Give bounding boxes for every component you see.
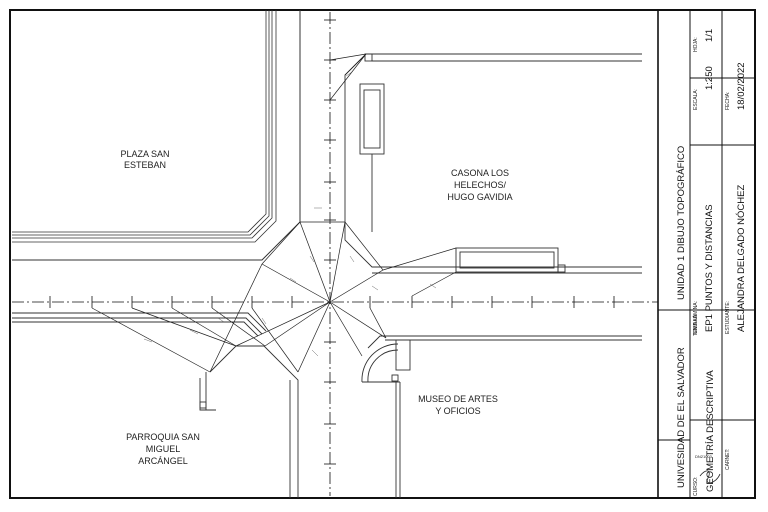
university-name: UNIVESIDAD DE EL SALVADOR [676, 347, 687, 488]
casona-block [344, 53, 642, 274]
date-label: FECHA: [725, 92, 731, 110]
scale-value: 1:250 [704, 66, 715, 90]
parroquia-label-line2: MIGUEL [146, 444, 181, 454]
course-name: GEOMETRÍA DESCRIPTIVA [705, 370, 716, 492]
course-label: CURSO: [693, 477, 699, 496]
measure-annotations [143, 71, 437, 357]
signature [699, 470, 721, 484]
plaza-label-line2: ESTEBAN [124, 160, 166, 170]
sheet-label: HOJA: [693, 37, 699, 52]
student-label: ESTUDIANTE: [725, 301, 731, 334]
scale-label: ESCALA: [693, 89, 699, 110]
axis-ticks-horizontal [49, 296, 615, 308]
title-block [657, 9, 756, 499]
center-axes [12, 12, 658, 496]
theme-name: EP1 PUNTOS Y DISTANCIAS [704, 204, 715, 332]
axis-ticks-vertical [324, 19, 336, 465]
sheet-value: 1/1 [704, 29, 715, 42]
plaza-block [12, 10, 301, 261]
carnet-label: CARNET: [725, 449, 731, 470]
student-name: ALEJANDRA DELGADO NÓCHEZ [736, 185, 747, 332]
radiation-lines [91, 53, 457, 373]
carnet-value: DN21003 [695, 454, 713, 459]
theme-label: TEMA LÁMINA: [692, 301, 699, 336]
museo-label: MUSEO DE ARTES Y OFICIOS [418, 394, 498, 416]
plaza-label: PLAZA SAN ESTEBAN [120, 149, 169, 170]
unit-label: UNIDAD: [693, 313, 699, 334]
museo-block [361, 335, 642, 498]
parroquia-label-line3: ARCÁNGEL [138, 456, 188, 466]
casona-label-line2: HELECHOS/ [454, 180, 507, 190]
parroquia-label-line1: PARROQUIA SAN [126, 432, 200, 442]
casona-label: CASONA LOS HELECHOS/ HUGO GAVIDIA [447, 168, 512, 202]
casona-label-line1: CASONA LOS [451, 168, 509, 178]
parroquia-label: PARROQUIA SAN MIGUEL ARCÁNGEL [126, 432, 200, 466]
museo-label-line1: MUSEO DE ARTES [418, 394, 498, 404]
parroquia-block [12, 312, 299, 498]
casona-label-line3: HUGO GAVIDIA [447, 192, 512, 202]
sheet-border [9, 9, 756, 499]
museo-label-line2: Y OFICIOS [435, 406, 480, 416]
plaza-label-line1: PLAZA SAN [120, 149, 169, 159]
date-value: 18/02/2022 [736, 62, 747, 110]
unit-name: UNIDAD 1 DIBUJO TOPOGRÁFICO [676, 146, 687, 300]
